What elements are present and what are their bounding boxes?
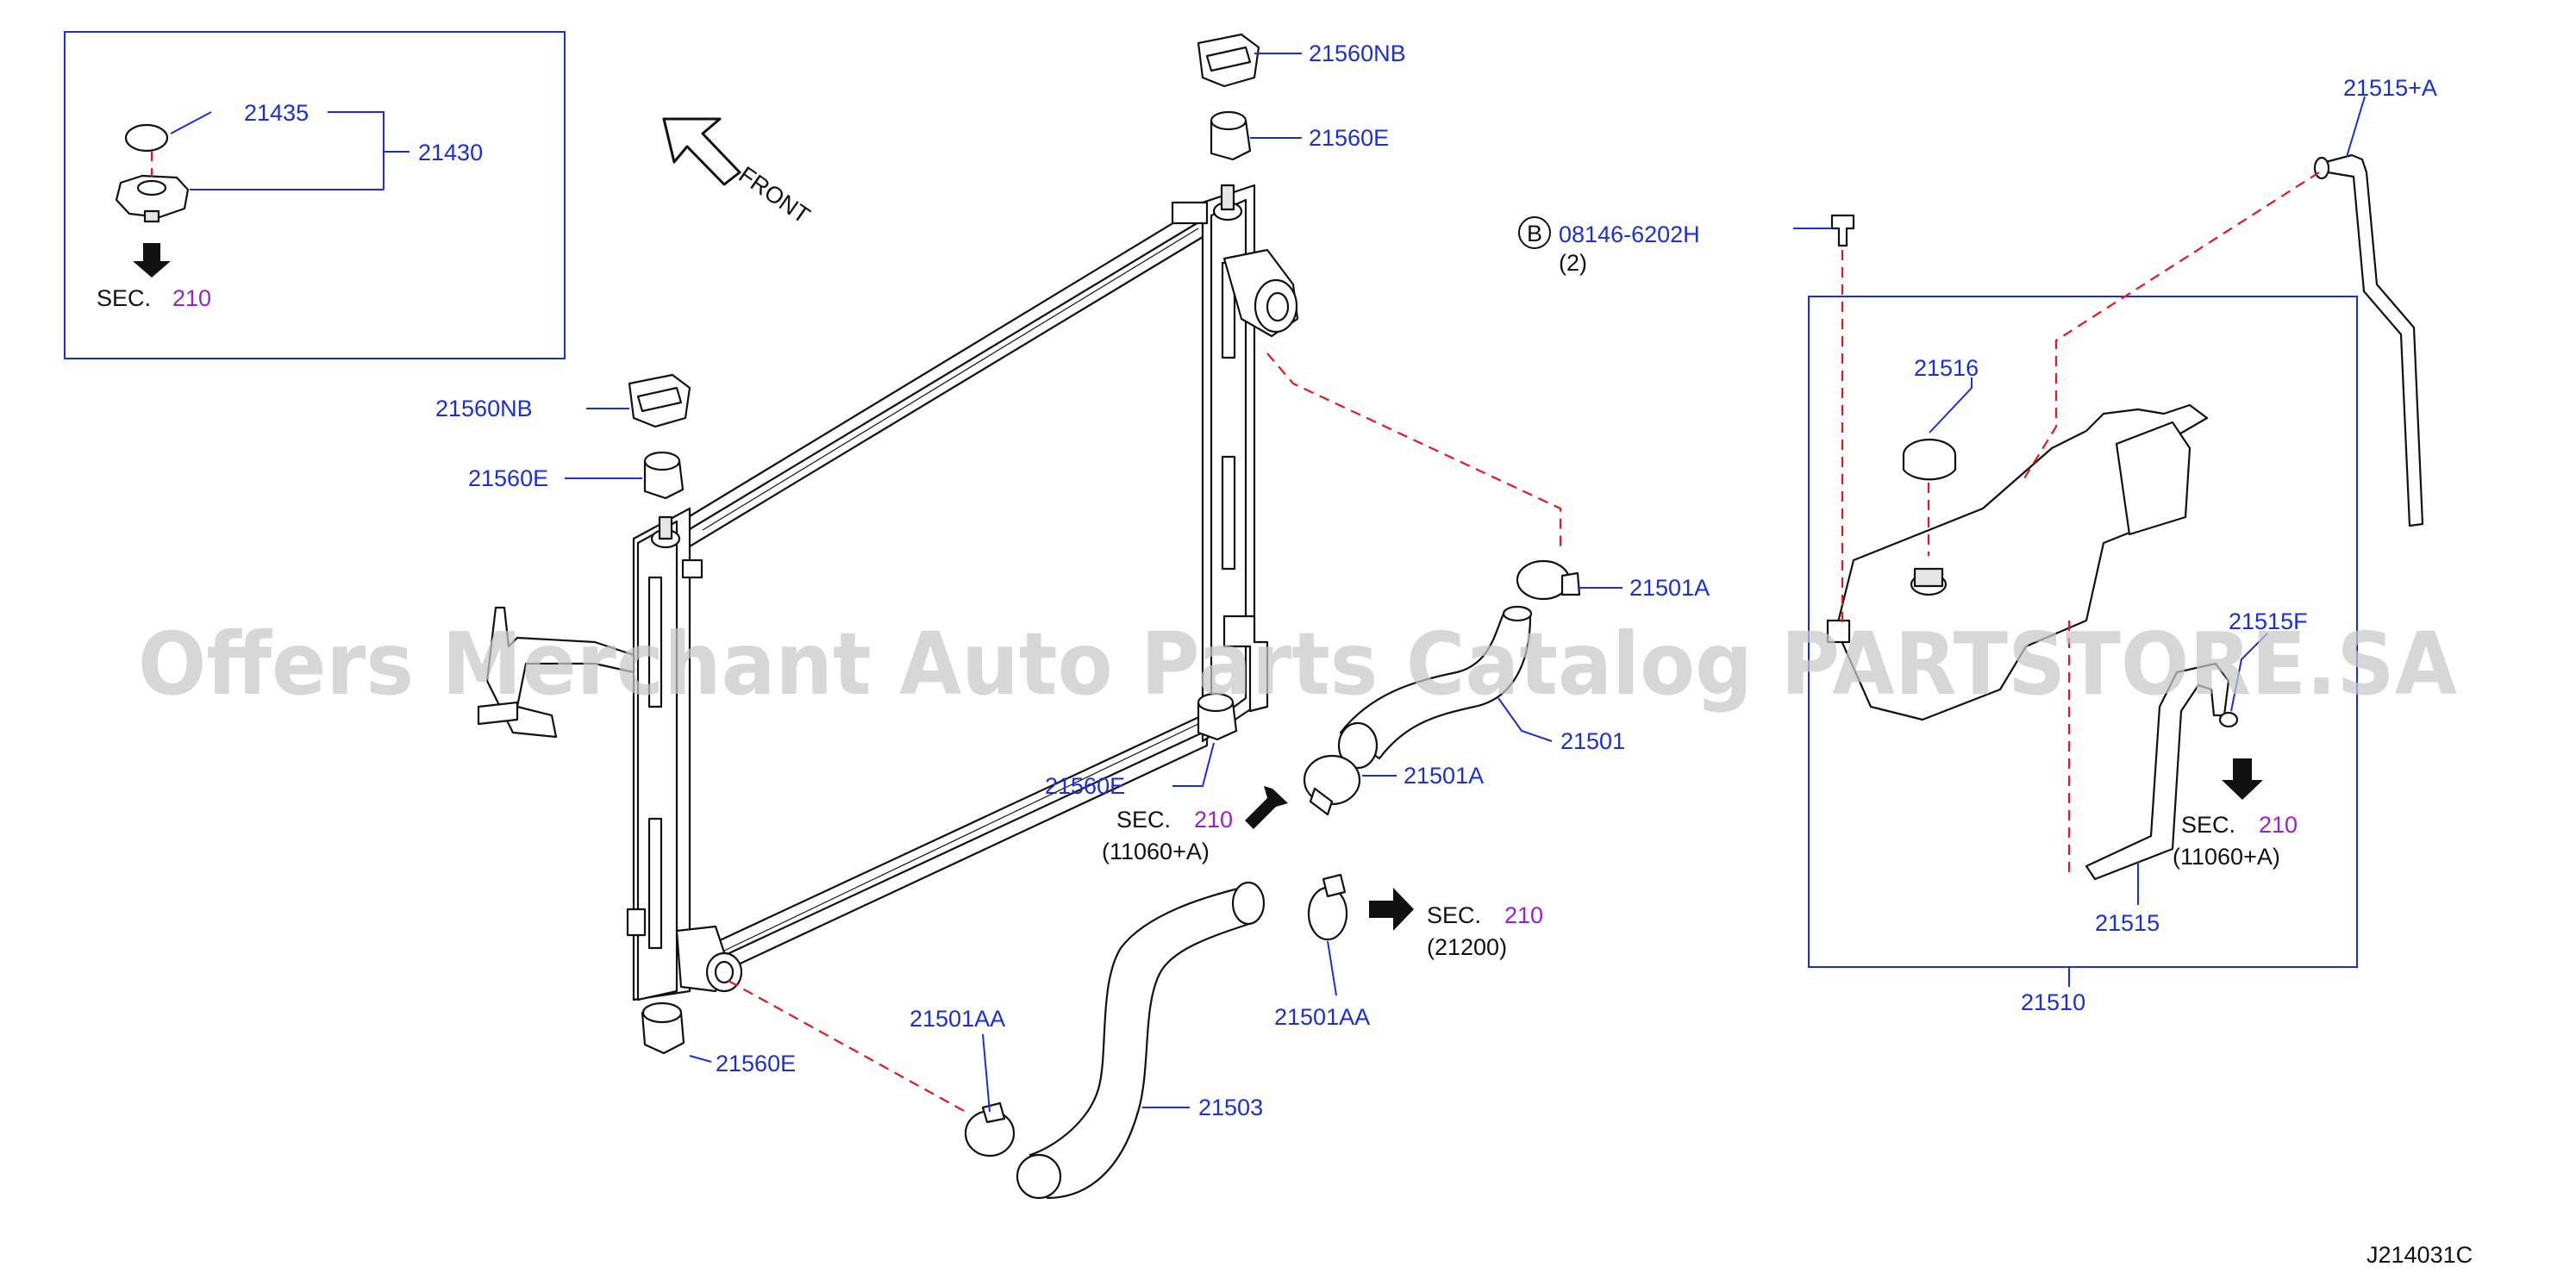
part-label-21560E-left: 21560E <box>468 465 548 491</box>
inset-down-arrow-icon <box>133 243 171 278</box>
part-label-21560NB-left: 21560NB <box>435 396 533 421</box>
part-label-21501AA-right: 21501AA <box>1274 1004 1370 1030</box>
part-label-21515A: 21515+A <box>2343 75 2437 101</box>
reservoir-frame <box>1808 296 2358 968</box>
sec-ref-tank-sub: (11060+A) <box>2173 844 2280 870</box>
upper-hose-part <box>1337 605 1533 770</box>
bushing-21560E-top <box>1210 110 1252 161</box>
bolt-part-number: 08146-6202H <box>1559 221 1700 247</box>
part-label-21501: 21501 <box>1560 728 1625 754</box>
part-label-21501A-upper: 21501A <box>1629 575 1710 601</box>
reservoir-cap-21516 <box>1902 438 1957 481</box>
part-label-21515: 21515 <box>2095 910 2160 936</box>
sec-arrow-tank-icon <box>2222 758 2263 800</box>
radiator-cap-part <box>115 174 190 223</box>
front-arrow-icon <box>662 117 741 186</box>
bolt-circle-letter: B <box>1527 221 1542 246</box>
sec-ref-mid-number: 210 <box>1194 807 1233 833</box>
hose-21515A-part <box>2313 153 2424 527</box>
sec-ref-hose-text: SEC. <box>1427 902 1481 928</box>
cap-part-number: 21430 <box>418 140 483 165</box>
part-label-21510: 21510 <box>2021 989 2085 1015</box>
part-label-21501AA-left: 21501AA <box>910 1006 1005 1032</box>
clamp-21501AA-right <box>1307 873 1348 941</box>
sec-arrow-mid-icon <box>1245 786 1288 829</box>
sec-ref-mid-sub: (11060+A) <box>1102 839 1210 864</box>
lower-hose-part <box>1016 881 1266 1200</box>
clamp-21501A-lower <box>1303 754 1361 816</box>
part-label-21501A-lower: 21501A <box>1404 763 1484 789</box>
sec-ref-tank-text: SEC. <box>2181 812 2235 838</box>
diagram-code: J214031C <box>2367 1242 2473 1268</box>
hose-21515-part <box>2085 662 2230 881</box>
bolt-circle-marker <box>1518 216 1551 249</box>
part-label-21560E-top: 21560E <box>1309 125 1389 151</box>
bushing-21560E-bottom <box>641 1001 685 1055</box>
cap-seal-part <box>124 123 169 153</box>
bolt-part <box>1830 214 1855 247</box>
clamp-21515F-part <box>2218 711 2239 728</box>
bushing-21560E-left <box>643 451 685 500</box>
clamp-21501AA-left <box>964 1101 1016 1157</box>
upper-outlet-part <box>1222 248 1299 338</box>
bushing-21560E-mid <box>1197 692 1238 741</box>
sec-ref-mid-text: SEC. <box>1116 807 1171 833</box>
bracket-21560NB-left <box>628 373 691 428</box>
sec-ref-tank-number: 210 <box>2259 812 2298 838</box>
sec-ref-hose-number: 210 <box>1504 902 1543 928</box>
seal-part-number: 21435 <box>244 100 309 126</box>
clamp-21501A-upper <box>1516 559 1581 601</box>
part-label-21515F: 21515F <box>2229 608 2308 634</box>
bracket-21560NB-top <box>1197 33 1260 88</box>
inset-sec-number: 210 <box>172 285 211 311</box>
sec-ref-hose-sub: (21200) <box>1427 934 1507 960</box>
watermark-text: Offers Merchant Auto Parts Catalog PARTS… <box>138 614 2457 714</box>
part-label-21560E-mid: 21560E <box>1045 773 1125 799</box>
part-label-21503: 21503 <box>1198 1095 1263 1120</box>
reservoir-tank-part <box>1826 403 2209 721</box>
inset-sec-text: SEC. <box>97 285 151 311</box>
part-label-21516: 21516 <box>1914 355 1979 381</box>
radiator-core <box>477 184 1269 1001</box>
lower-outlet-part <box>675 925 743 993</box>
front-label: FRONT <box>735 161 815 228</box>
inset-frame <box>64 31 566 359</box>
part-label-21560NB-top: 21560NB <box>1309 41 1406 66</box>
sec-arrow-hose-icon <box>1369 888 1414 931</box>
part-label-21560E-bottom: 21560E <box>716 1051 796 1076</box>
bolt-quantity: (2) <box>1559 250 1587 276</box>
